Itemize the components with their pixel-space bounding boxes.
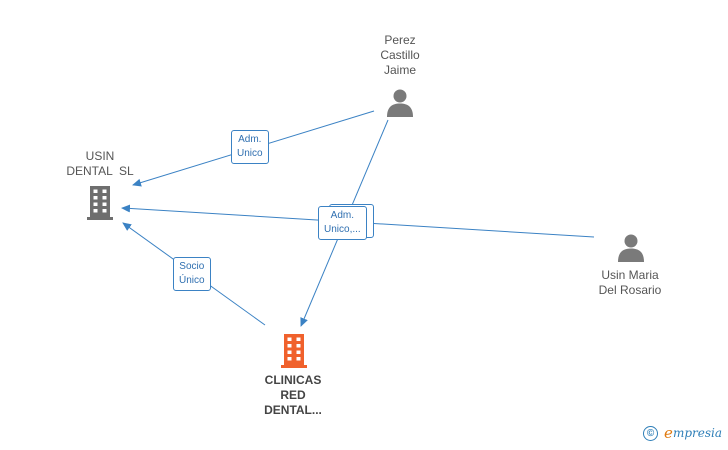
edge-label-line: Adm. (330, 210, 355, 221)
node-label-line: Usin Maria (601, 268, 659, 282)
node-label-line: RED (280, 388, 306, 402)
node-label-clinicas-red-dental[interactable]: CLINICAS RED DENTAL... (248, 373, 338, 418)
person-icon[interactable] (385, 88, 415, 118)
edge-label-adm-unico[interactable]: Adm. Unico (231, 130, 269, 164)
edge-label-line: Unico (237, 148, 263, 159)
node-label-usin-dental-sl[interactable]: USIN DENTAL SL (55, 149, 145, 179)
edge-label-line: Único (179, 275, 205, 286)
node-label-usin-maria-del-rosario[interactable]: Usin Maria Del Rosario (585, 268, 675, 298)
node-label-line: DENTAL... (264, 403, 322, 417)
copyright-icon: © (643, 425, 659, 441)
node-label-line: DENTAL SL (66, 164, 134, 178)
edge-label-socio-unico[interactable]: Socio Único (173, 257, 211, 291)
edge-label-adm-unico-multi[interactable]: Adm. Unico,... (318, 206, 367, 240)
node-label-perez-castillo-jaime[interactable]: Perez Castillo Jaime (360, 33, 440, 78)
node-label-line: Del Rosario (598, 283, 662, 297)
node-label-line: Jaime (383, 63, 416, 77)
brand-logo-name: mpresia (672, 426, 722, 440)
node-label-line: USIN (85, 149, 115, 163)
building-icon[interactable] (85, 186, 115, 220)
node-label-line: Castillo (380, 48, 420, 62)
person-icon[interactable] (616, 233, 646, 263)
node-label-line: CLINICAS (264, 373, 322, 387)
node-label-line: Perez (384, 33, 416, 47)
edge-label-line: Adm. (238, 134, 262, 145)
brand-logo-initial: e (664, 424, 673, 442)
edge-label-line: Socio (179, 261, 205, 272)
building-icon[interactable] (279, 334, 309, 368)
edge-label-line: Unico,... (324, 224, 361, 235)
